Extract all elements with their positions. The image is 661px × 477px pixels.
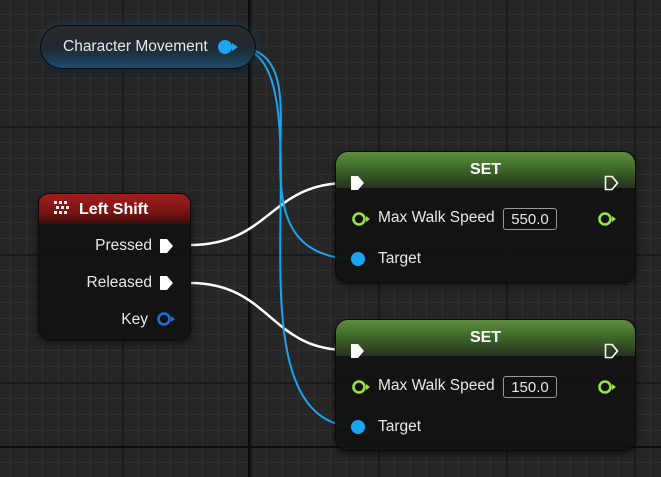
set-top-speed-in-pin[interactable] — [351, 211, 371, 227]
grid-major-line — [0, 446, 661, 448]
left-shift-header: Left Shift — [39, 194, 190, 224]
set-header-top: SET — [336, 152, 635, 188]
exec-wire-pressed[interactable] — [189, 181, 348, 247]
set-bottom-speed-value-field[interactable]: 150.0 — [503, 376, 557, 398]
set-top-exec-out-pin[interactable] — [604, 175, 619, 191]
set-bottom-var-label: Max Walk Speed — [378, 377, 495, 394]
object-wire-target-bottom[interactable] — [233, 46, 359, 428]
grid-major-line — [248, 0, 250, 477]
set-title-bottom: SET — [469, 329, 502, 346]
released-pin-label: Released — [86, 274, 153, 291]
set-node-bottom[interactable]: SET Max Walk Speed 150.0 Target — [336, 320, 635, 450]
pressed-pin-label: Pressed — [95, 237, 152, 254]
set-title-top: SET — [469, 161, 502, 178]
set-top-var-label: Max Walk Speed — [378, 209, 495, 226]
set-top-target-label: Target — [378, 250, 422, 267]
set-top-target-pin[interactable] — [350, 251, 368, 267]
released-exec-pin[interactable] — [159, 275, 174, 291]
set-top-exec-in-pin[interactable] — [350, 175, 365, 191]
pressed-exec-pin[interactable] — [159, 238, 174, 254]
set-top-speed-out-pin[interactable] — [597, 211, 617, 227]
set-top-speed-value-field[interactable]: 550.0 — [503, 208, 557, 230]
set-bottom-speed-in-pin[interactable] — [351, 379, 371, 395]
left-shift-title: Left Shift — [79, 201, 149, 218]
key-pin-label: Key — [121, 311, 148, 328]
left-shift-node[interactable]: Left Shift Pressed Released Key — [39, 194, 190, 339]
exec-wire-released[interactable] — [189, 281, 348, 352]
set-bottom-target-label: Target — [378, 418, 422, 435]
set-node-top[interactable]: SET Max Walk Speed 550.0 Target — [336, 152, 635, 282]
key-struct-pin[interactable] — [156, 311, 176, 327]
set-bottom-exec-in-pin[interactable] — [350, 343, 365, 359]
set-bottom-exec-out-pin[interactable] — [604, 343, 619, 359]
character-movement-label: Character Movement — [63, 38, 208, 55]
keyboard-icon — [54, 201, 69, 214]
set-bottom-speed-out-pin[interactable] — [597, 379, 617, 395]
set-bottom-target-pin[interactable] — [350, 419, 368, 435]
character-movement-output-pin[interactable] — [217, 39, 239, 55]
character-movement-node[interactable]: Character Movement — [41, 26, 255, 68]
set-header-bottom: SET — [336, 320, 635, 356]
